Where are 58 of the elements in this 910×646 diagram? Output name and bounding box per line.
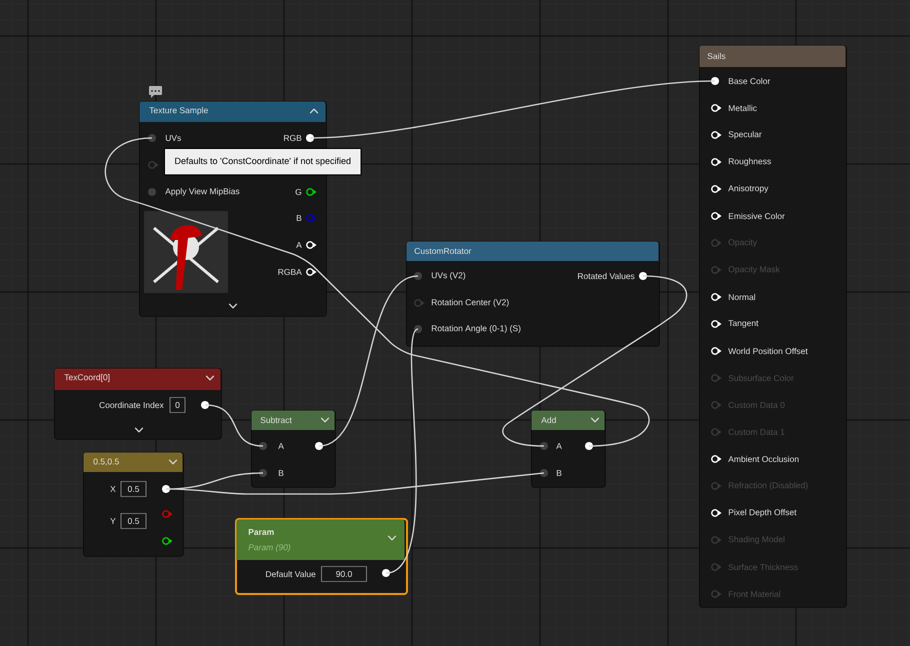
pin-label: UVs	[166, 135, 181, 141]
material-node	[235, 518, 408, 595]
pin-label: Emissive Color	[728, 212, 785, 220]
value-field: 90.0	[321, 566, 367, 582]
node-title: Add	[541, 416, 556, 424]
pin-label: B	[278, 470, 284, 476]
pin-label: Y	[110, 518, 116, 524]
node-title: TexCoord[0]	[64, 374, 110, 382]
node-title: 0.5,0.5	[94, 458, 119, 466]
pin-label: Roughness	[728, 158, 771, 166]
pin-label: X	[110, 486, 116, 492]
wire	[386, 328, 418, 574]
pin-label: Normal	[728, 294, 756, 300]
pin-label: A	[296, 242, 302, 248]
value-field: 0.5	[120, 481, 146, 497]
value-field: 0.5	[120, 513, 146, 529]
node-title: CustomRotator	[414, 248, 472, 254]
pin-label: Apply View MipBias	[165, 188, 240, 196]
node-subtitle: Param (90)	[248, 544, 290, 552]
pin-label: UVs (V2)	[432, 272, 466, 280]
pin-label: Default Value	[266, 570, 316, 578]
wire	[204, 404, 264, 447]
pin-label: Rotated Values	[578, 272, 634, 280]
material-node	[699, 45, 847, 608]
pin-label: A	[556, 443, 562, 449]
tooltip: Defaults to 'ConstCoordinate' if not specified	[164, 148, 362, 176]
wire	[318, 275, 418, 447]
pin-label: Specular	[728, 131, 762, 139]
wire	[104, 137, 650, 447]
node-title: Param	[248, 529, 274, 535]
pin-label: Metallic	[728, 104, 757, 112]
pin-label: Coordinate Index	[100, 402, 164, 408]
pin-label: Rotation Angle (0-1) (S)	[432, 325, 520, 333]
pin-label: World Position Offset	[728, 348, 808, 354]
pin-label: Pixel Depth Offset	[728, 509, 796, 517]
node-title: Sails	[708, 52, 726, 60]
pin-label: Ambient Occlusion	[728, 456, 798, 462]
pin-label: Anisotropy	[728, 185, 768, 193]
pin-label: Base Color	[728, 78, 770, 84]
material-node	[251, 410, 336, 488]
pin-label: Tangent	[728, 320, 758, 328]
pin-label: RGB	[284, 135, 302, 141]
value-field: 0	[170, 397, 186, 413]
node-title: Texture Sample	[149, 107, 208, 115]
wire	[502, 275, 688, 447]
material-node	[531, 410, 606, 488]
pin-label: G	[296, 189, 302, 195]
pin-label: RGBA	[278, 269, 302, 275]
pin-label: B	[556, 470, 562, 476]
pin-label: B	[296, 215, 302, 221]
material-node	[83, 452, 184, 557]
wire	[310, 80, 716, 139]
node-title: Subtract	[260, 416, 292, 424]
pin-label: Rotation Center (V2)	[432, 299, 509, 307]
wire	[166, 472, 544, 495]
pin-label: A	[278, 443, 284, 449]
material-node	[406, 241, 660, 347]
material-node	[54, 368, 222, 440]
